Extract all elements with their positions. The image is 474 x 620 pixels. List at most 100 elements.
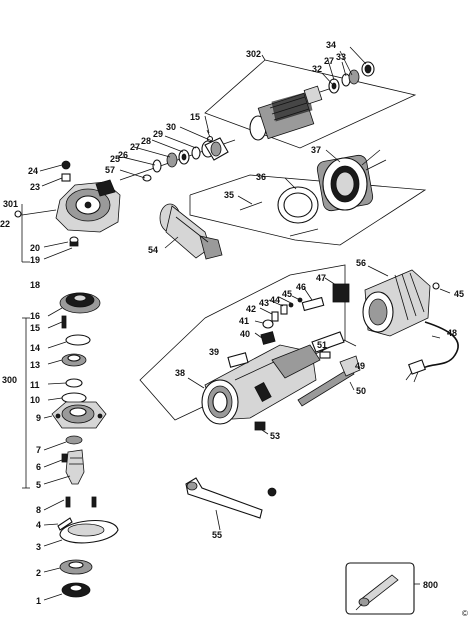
callout-45: 45 bbox=[282, 289, 292, 299]
callout-46: 46 bbox=[296, 282, 306, 292]
screw-15b bbox=[61, 315, 67, 329]
callout-11: 11 bbox=[30, 380, 40, 390]
callout-301: 301 bbox=[3, 199, 18, 209]
callout-15b: 15 bbox=[30, 323, 40, 333]
kit-800-box bbox=[345, 562, 420, 615]
callout-19: 19 bbox=[30, 255, 40, 265]
screw-22 bbox=[14, 210, 22, 218]
spindle-lock-24 bbox=[61, 160, 71, 170]
callout-labels: 302 34 33 27 32 15 30 29 28 27 26 25 57 … bbox=[0, 40, 468, 618]
callout-51: 51 bbox=[317, 340, 327, 350]
board-46 bbox=[301, 296, 325, 312]
callout-28: 28 bbox=[141, 136, 151, 146]
capacitor-47 bbox=[332, 283, 350, 303]
armature-group bbox=[204, 46, 417, 149]
spring-41 bbox=[262, 319, 274, 329]
callout-41: 41 bbox=[239, 316, 249, 326]
callout-27: 27 bbox=[324, 56, 334, 66]
switch-40 bbox=[260, 331, 276, 345]
spanner-55 bbox=[185, 477, 277, 531]
callout-13: 13 bbox=[30, 360, 40, 370]
latch-53 bbox=[254, 421, 266, 431]
callout-38: 38 bbox=[175, 368, 185, 378]
callout-37: 37 bbox=[311, 145, 321, 155]
callout-40: 40 bbox=[240, 329, 250, 339]
callout-45b: 45 bbox=[454, 289, 464, 299]
side-handle-54 bbox=[159, 203, 223, 260]
callout-23: 23 bbox=[30, 182, 40, 192]
field-coil-37 bbox=[316, 149, 387, 212]
housing-group-outline bbox=[139, 264, 346, 421]
switch-carrier bbox=[271, 344, 321, 379]
brush-42 bbox=[271, 311, 279, 322]
callout-1: 1 bbox=[36, 596, 41, 606]
callout-300: 300 bbox=[2, 375, 17, 385]
strain-relief-49 bbox=[311, 331, 345, 353]
key-6 bbox=[61, 453, 68, 463]
field-group-outline bbox=[189, 174, 427, 246]
callout-42: 42 bbox=[246, 304, 256, 314]
callout-24: 24 bbox=[28, 166, 38, 176]
armature-group-outline bbox=[204, 59, 417, 149]
screw-45b bbox=[432, 282, 440, 290]
spring-23 bbox=[61, 173, 71, 182]
gear-case bbox=[14, 160, 121, 263]
callout-22: 22 bbox=[0, 219, 10, 229]
callout-6: 6 bbox=[36, 462, 41, 472]
spindle-5 bbox=[65, 449, 85, 485]
clip-51 bbox=[319, 351, 331, 359]
power-cable-48 bbox=[405, 321, 459, 383]
callout-18: 18 bbox=[30, 280, 40, 290]
callout-39: 39 bbox=[209, 347, 219, 357]
callout-33: 33 bbox=[336, 52, 346, 62]
callout-49: 49 bbox=[355, 361, 365, 371]
gearbox-stack bbox=[22, 292, 107, 489]
callout-8: 8 bbox=[36, 505, 41, 515]
callout-4: 4 bbox=[36, 520, 41, 530]
callout-47: 47 bbox=[316, 273, 326, 283]
callout-29: 29 bbox=[153, 129, 163, 139]
label-39 bbox=[227, 352, 249, 368]
callout-36: 36 bbox=[256, 172, 266, 182]
screw-8b bbox=[91, 496, 97, 508]
callout-43: 43 bbox=[259, 298, 269, 308]
callout-48: 48 bbox=[447, 328, 457, 338]
callout-800: 800 bbox=[423, 580, 438, 590]
screw-45a bbox=[297, 297, 303, 303]
callout-15: 15 bbox=[190, 112, 200, 122]
copyright-mark: © bbox=[462, 609, 468, 618]
screw-8a bbox=[65, 496, 71, 508]
callout-50: 50 bbox=[356, 386, 366, 396]
screw-35b bbox=[289, 228, 319, 237]
callout-16: 16 bbox=[30, 311, 40, 321]
guard-group bbox=[43, 496, 119, 601]
bearing-stack bbox=[119, 115, 236, 182]
switch-rod-50 bbox=[297, 367, 355, 407]
clip-14 bbox=[65, 334, 91, 346]
callout-20: 20 bbox=[30, 243, 40, 253]
callout-14: 14 bbox=[30, 343, 40, 353]
screw-44 bbox=[288, 302, 294, 308]
callout-56: 56 bbox=[356, 258, 366, 268]
callout-53: 53 bbox=[270, 431, 280, 441]
callout-25: 25 bbox=[110, 154, 120, 164]
bearing-26 bbox=[166, 152, 178, 168]
callout-9: 9 bbox=[36, 413, 41, 423]
motor-housing-group bbox=[139, 264, 361, 435]
callout-54: 54 bbox=[148, 245, 158, 255]
callout-35: 35 bbox=[224, 190, 234, 200]
callout-10: 10 bbox=[30, 395, 40, 405]
callout-34: 34 bbox=[326, 40, 336, 50]
screw-35a bbox=[239, 201, 263, 211]
field-group bbox=[189, 149, 427, 246]
callout-27b: 27 bbox=[130, 142, 140, 152]
callout-2: 2 bbox=[36, 568, 41, 578]
washer-25 bbox=[152, 159, 162, 173]
callout-32: 32 bbox=[312, 64, 322, 74]
armature-part bbox=[249, 85, 333, 141]
callout-26: 26 bbox=[118, 150, 128, 160]
callout-44: 44 bbox=[270, 295, 280, 305]
brush-holder-43 bbox=[280, 304, 288, 315]
callout-3: 3 bbox=[36, 542, 41, 552]
